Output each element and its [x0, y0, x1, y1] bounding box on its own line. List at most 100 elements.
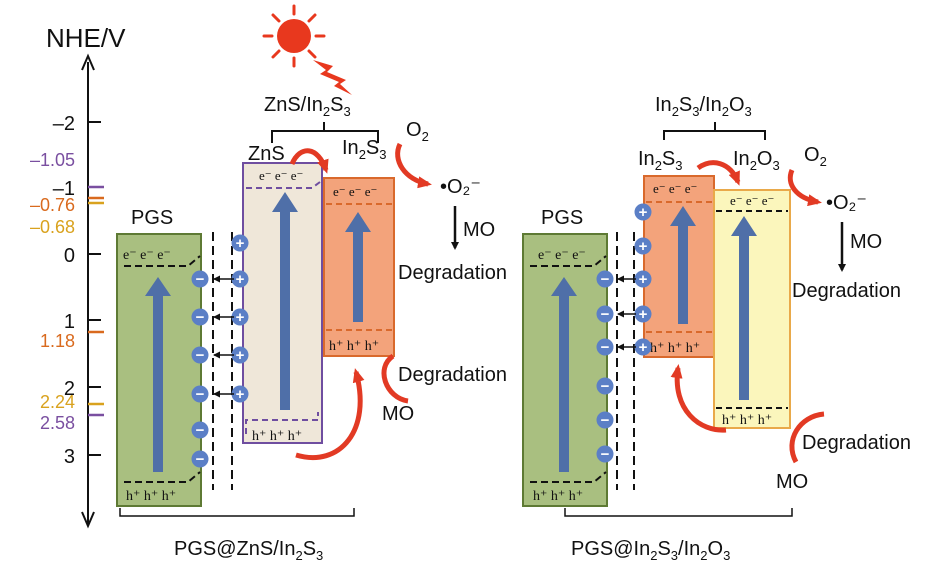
svg-text:−: −	[196, 422, 205, 439]
level-label: –0.68	[30, 217, 75, 237]
electron-charge-icon: −	[191, 346, 209, 364]
pgs-excitation-arrow-right	[551, 277, 577, 472]
svg-text:+: +	[639, 271, 648, 288]
hole-charge-icon: +	[634, 237, 652, 255]
mo-bottom-label-left: MO	[382, 403, 414, 425]
sun-icon	[262, 4, 326, 68]
axis-arrow-bottom	[81, 511, 95, 529]
electron-charge-icon: −	[596, 445, 614, 463]
electron-charge-icon: −	[596, 270, 614, 288]
svg-text:+: +	[639, 306, 648, 323]
o2-label-left: O2	[406, 119, 429, 144]
degradation-top-label-right: Degradation	[792, 280, 901, 302]
hole-charge-icon: +	[231, 234, 249, 252]
axis-tick-label: 2	[64, 378, 75, 400]
svg-text:−: −	[601, 446, 610, 463]
hole-transfer-arrow-left	[295, 368, 365, 460]
electron-charge-icon: −	[191, 450, 209, 468]
superoxide-label-right: •O₂⁻	[826, 192, 867, 214]
axis-tick-label: –2	[53, 113, 75, 135]
hole-charge-icon: +	[634, 270, 652, 288]
level-label: –0.76	[30, 195, 75, 215]
svg-text:−: −	[601, 339, 610, 356]
svg-text:+: +	[236, 309, 245, 326]
caption-right: PGS@In2S3/In2O3	[571, 538, 730, 563]
in2s3-label-left: In2S3	[342, 137, 387, 162]
mo-top-label-right: MO	[850, 231, 882, 253]
svg-text:−: −	[601, 271, 610, 288]
caption-brace-left	[119, 508, 355, 517]
level-label: 2.24	[40, 392, 75, 412]
level-label: 2.58	[40, 413, 75, 433]
hole-charge-icon: +	[231, 385, 249, 403]
electron-transfer-arrow-right	[696, 160, 741, 186]
right-scheme: In2S3/In2O3 PGS e⁻ e⁻ e⁻ h⁺ h⁺ h⁺ In2S3 …	[522, 94, 911, 563]
electron-charge-icon: −	[191, 308, 209, 326]
svg-text:−: −	[601, 306, 610, 323]
hole-charge-icon: +	[634, 338, 652, 356]
in2o3-label-right: In2O3	[733, 148, 780, 173]
zns-electrons: e⁻ e⁻ e⁻	[259, 168, 303, 183]
mo-oxidation-arrow-left	[381, 353, 409, 404]
interface-transfer-arrows-right	[617, 275, 636, 351]
hole-transfer-arrow-right	[670, 364, 727, 433]
axis-title: NHE/V	[46, 23, 126, 53]
in2s3-excitation-arrow-right	[670, 206, 696, 324]
mo-bottom-label-right: MO	[776, 471, 808, 493]
left-scheme: ZnS/In2S3 PGS e⁻ e⁻ e⁻ h⁺ h⁺ h⁺ ZnS e⁻ e…	[116, 4, 507, 563]
svg-text:−: −	[196, 347, 205, 364]
hole-charge-icon: +	[231, 270, 249, 288]
electron-charge-icon: −	[191, 385, 209, 403]
svg-text:+: +	[639, 204, 648, 221]
svg-text:+: +	[236, 271, 245, 288]
electron-charge-icon: −	[191, 270, 209, 288]
degradation-bottom-label-left: Degradation	[398, 364, 507, 386]
axis-tick-label: 1	[64, 311, 75, 333]
level-label: –1.05	[30, 150, 75, 170]
axis-tick-label: –1	[53, 178, 75, 200]
in2s3-label-right: In2S3	[638, 148, 683, 173]
in2s3-electrons-right: e⁻ e⁻ e⁻	[653, 181, 697, 196]
o2-reduction-arrow-right	[787, 169, 822, 207]
pgs-excitation-arrow-left	[145, 277, 171, 472]
electron-charge-icon: −	[596, 377, 614, 395]
brace-right	[663, 122, 766, 140]
lightning-icon	[313, 60, 352, 95]
in2o3-electrons: e⁻ e⁻ e⁻	[730, 193, 774, 208]
composite-label-right: In2S3/In2O3	[655, 94, 752, 119]
zns-label: ZnS	[248, 143, 285, 165]
svg-text:+: +	[236, 235, 245, 252]
pgs-electrons-left: e⁻ e⁻ e⁻	[123, 248, 171, 263]
degradation-bottom-label-right: Degradation	[802, 432, 911, 454]
caption-left: PGS@ZnS/In2S3	[174, 538, 323, 563]
superoxide-label-left: •O₂⁻	[440, 176, 481, 198]
svg-text:−: −	[601, 412, 610, 429]
hole-charge-icon: +	[634, 203, 652, 221]
o2-reduction-arrow-left	[395, 142, 432, 189]
pgs-electrons-right: e⁻ e⁻ e⁻	[538, 248, 586, 263]
hole-charge-icon: +	[634, 305, 652, 323]
degradation-top-label-left: Degradation	[398, 262, 507, 284]
hole-charge-icon: +	[231, 308, 249, 326]
in2s3-holes-left: h⁺ h⁺ h⁺	[329, 339, 379, 354]
electron-charge-icon: −	[596, 338, 614, 356]
pgs-label-left: PGS	[131, 207, 173, 229]
zns-vb	[245, 412, 319, 434]
brace-left	[271, 122, 379, 143]
svg-text:−: −	[196, 271, 205, 288]
mo-oxidation-arrow-right	[789, 411, 825, 464]
pgs-holes-right: h⁺ h⁺ h⁺	[533, 489, 583, 504]
svg-text:+: +	[639, 238, 648, 255]
axis-arrow-top	[81, 53, 95, 71]
in2o3-excitation-arrow	[731, 216, 757, 400]
svg-text:−: −	[601, 378, 610, 395]
hole-charge-icon: +	[231, 346, 249, 364]
electron-charge-icon: −	[596, 305, 614, 323]
in2s3-excitation-arrow-left	[345, 212, 371, 322]
caption-brace-right	[564, 508, 793, 517]
in2s3-electrons-left: e⁻ e⁻ e⁻	[333, 184, 377, 199]
pgs-label-right: PGS	[541, 207, 583, 229]
svg-text:+: +	[236, 347, 245, 364]
